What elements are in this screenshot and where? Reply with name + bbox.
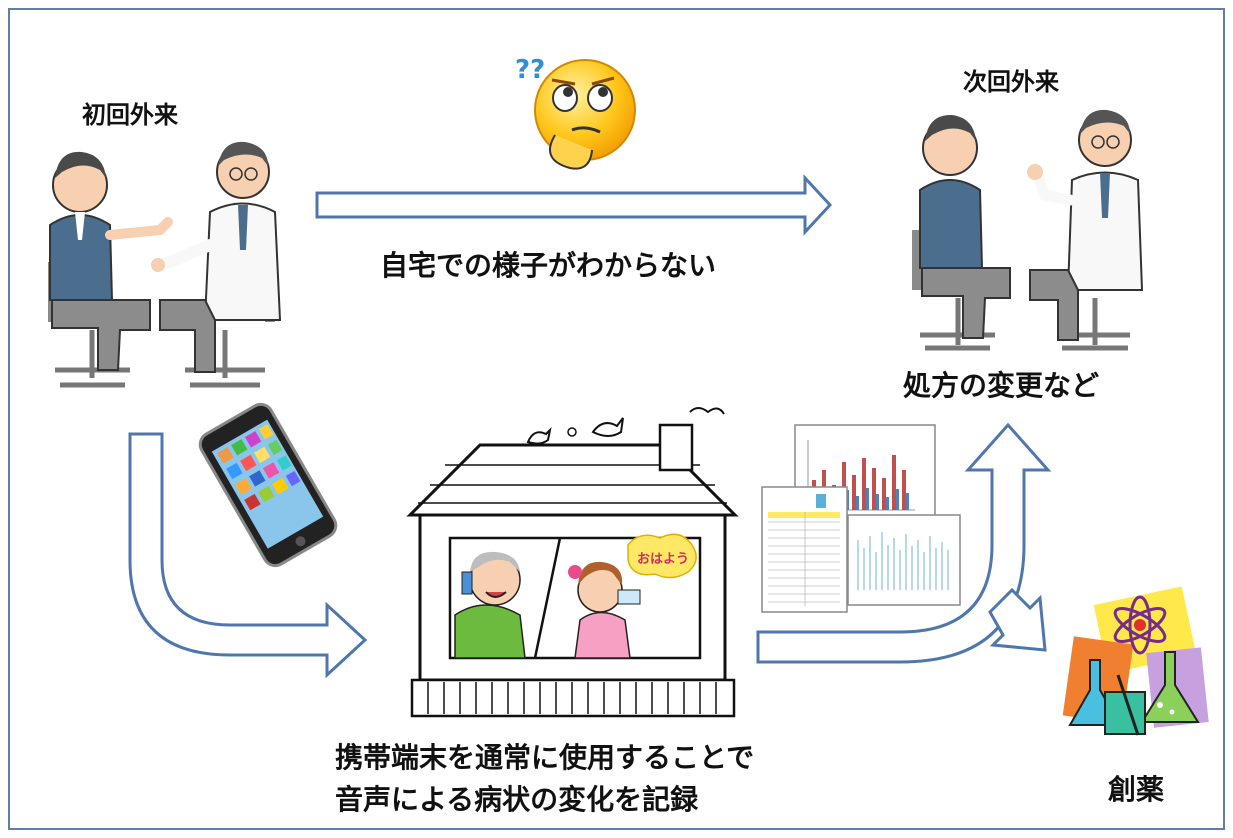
record-line1-label: 携帯端末を通常に使用することで bbox=[335, 741, 755, 774]
thinking-emoji-icon: ?? bbox=[515, 55, 636, 170]
next-visit-label: 次回外来 bbox=[963, 68, 1059, 96]
unknown-home-label: 自宅での様子がわからない bbox=[380, 249, 717, 282]
record-line2-label: 音声による病状の変化を記録 bbox=[335, 783, 699, 816]
next-visit-illustration bbox=[912, 109, 1144, 351]
left-curved-arrow bbox=[128, 432, 368, 679]
table-document bbox=[761, 486, 848, 613]
chemistry-flasks-icon bbox=[1062, 586, 1209, 736]
right-curved-arrow bbox=[756, 422, 1052, 664]
drug-arrow bbox=[988, 587, 1047, 652]
smartphone-icon bbox=[198, 402, 338, 568]
first-visit-illustration bbox=[48, 141, 282, 388]
prescription-change-label: 処方の変更など bbox=[903, 369, 1100, 402]
drug-discovery-label: 創薬 bbox=[1108, 773, 1165, 806]
report-documents bbox=[761, 424, 961, 613]
question-marks-icon: ?? bbox=[515, 55, 545, 85]
top-arrow bbox=[315, 174, 833, 236]
line-chart-document bbox=[847, 514, 961, 606]
ohayo-speech-bubble: おはよう bbox=[637, 552, 689, 567]
house-illustration: おはよう bbox=[406, 407, 739, 718]
first-visit-label: 初回外来 bbox=[82, 101, 178, 129]
